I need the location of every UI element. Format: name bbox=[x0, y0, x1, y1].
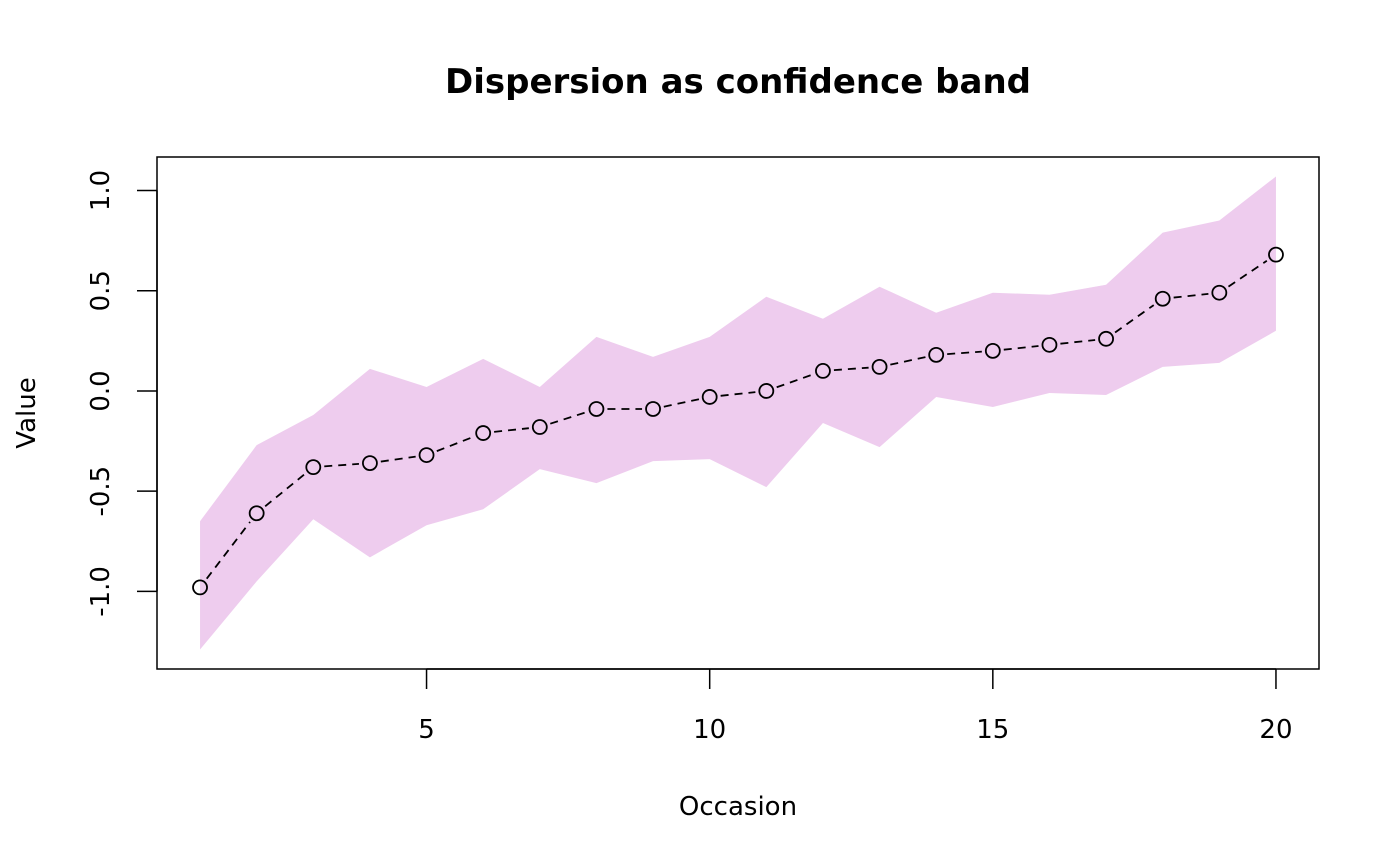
data-point bbox=[701, 389, 718, 405]
data-point bbox=[645, 401, 661, 417]
data-point bbox=[1098, 330, 1114, 347]
y-axis-label: Value bbox=[12, 377, 42, 448]
data-point bbox=[758, 383, 775, 399]
mean-line-segment bbox=[720, 391, 756, 397]
mean-line-segment bbox=[1114, 304, 1155, 334]
data-point bbox=[362, 455, 378, 472]
data-point bbox=[418, 447, 435, 463]
chart-title: Dispersion as confidence band bbox=[445, 62, 1031, 102]
data-point bbox=[1154, 290, 1171, 307]
y-tick-label: 0.5 bbox=[86, 270, 116, 311]
data-point bbox=[871, 358, 888, 375]
mean-line-segment bbox=[833, 366, 869, 372]
data-point bbox=[1041, 336, 1058, 353]
mean-line-segment bbox=[324, 462, 360, 468]
x-tick-label: 5 bbox=[418, 715, 435, 745]
x-tick-label: 10 bbox=[693, 715, 726, 745]
mean-line-segment bbox=[663, 398, 700, 408]
mean-line-segment bbox=[1173, 292, 1209, 299]
x-tick-label: 20 bbox=[1259, 715, 1292, 745]
mean-line-segment bbox=[550, 411, 587, 425]
data-point bbox=[531, 419, 548, 435]
y-tick-label: -1.0 bbox=[86, 566, 116, 617]
data-point bbox=[1268, 246, 1284, 263]
mean-line-segment bbox=[264, 473, 306, 507]
y-tick-label: 0.0 bbox=[86, 370, 116, 411]
data-point bbox=[475, 425, 492, 441]
data-point bbox=[984, 342, 1001, 359]
data-point bbox=[588, 401, 605, 417]
mean-line-segment bbox=[380, 455, 416, 463]
data-point bbox=[1211, 284, 1228, 301]
data-point bbox=[192, 579, 208, 596]
y-tick-label: 1.0 bbox=[86, 170, 116, 211]
mean-line-segment bbox=[1227, 260, 1268, 288]
mean-line-segment bbox=[1003, 345, 1039, 351]
data-point bbox=[248, 505, 265, 522]
x-tick-label: 15 bbox=[976, 715, 1009, 745]
mean-line-segment bbox=[776, 373, 813, 389]
mean-line-segment bbox=[890, 356, 926, 366]
confidence-band bbox=[200, 176, 1276, 650]
data-point bbox=[928, 346, 945, 363]
mean-line-segment bbox=[947, 350, 982, 355]
mean-line-segment bbox=[436, 436, 474, 452]
data-point bbox=[815, 363, 831, 379]
mean-line-segment bbox=[494, 427, 529, 433]
mean-line-segment bbox=[205, 521, 251, 580]
data-point bbox=[305, 459, 322, 476]
x-axis-label: Occasion bbox=[679, 792, 797, 822]
mean-line-segment bbox=[1060, 339, 1096, 345]
y-tick-label: -0.5 bbox=[86, 466, 116, 517]
